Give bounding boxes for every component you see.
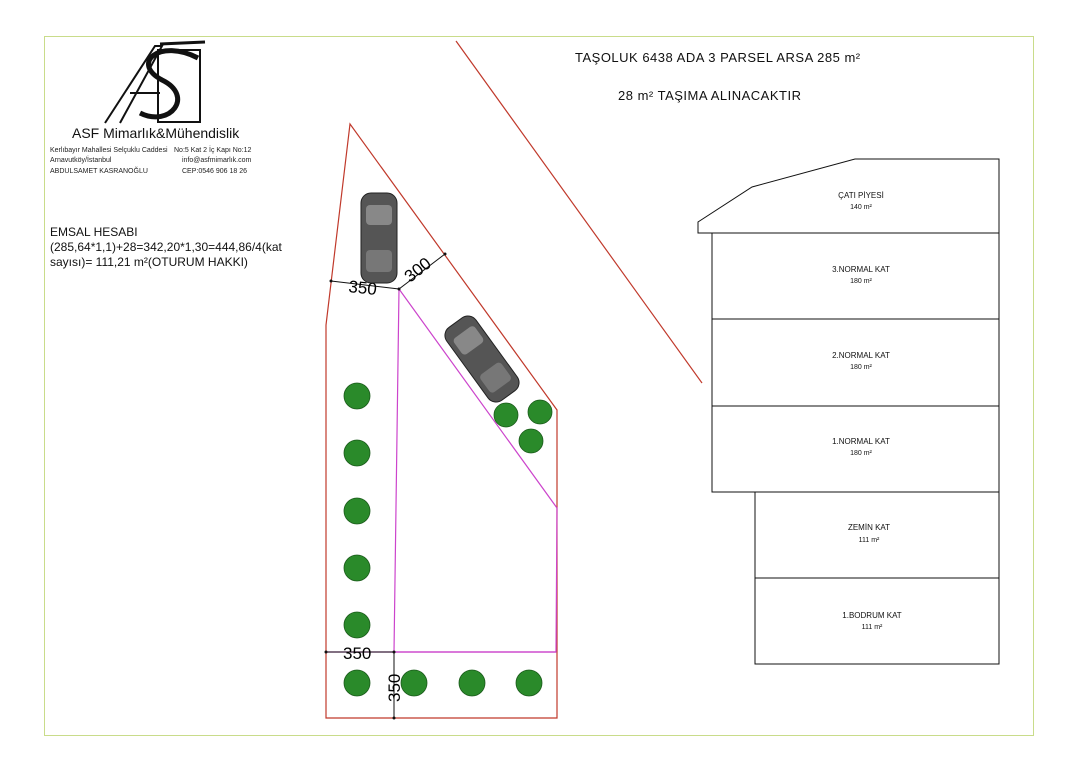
drawing-title: TAŞOLUK 6438 ADA 3 PARSEL ARSA 285 m² [575, 50, 861, 65]
floor-area-2: 180 m² [850, 364, 872, 371]
car-top [360, 192, 398, 284]
tree-icon [343, 554, 371, 582]
dim-label-bottom-h: 350 [343, 644, 371, 663]
emsal-line2: sayısı)= 111,21 m²(OTURUM HAKKI) [50, 255, 248, 269]
parcel-outline [325, 122, 558, 719]
floor-3 [711, 232, 1000, 320]
floor-area-ground: 111 m² [858, 537, 880, 544]
floor-area-roof: 140 m² [850, 204, 872, 211]
address-line1-left: Kerlıbayır Mahallesi Selçuklu Caddesi [50, 147, 168, 154]
dim-label-bottom-v: 350 [385, 674, 404, 702]
asf-logo [104, 40, 206, 124]
tree-icon [343, 382, 371, 410]
car-angled [444, 315, 520, 403]
address-line2-right: info@asfmimarlık.com [182, 157, 252, 164]
dim-line-top-left [330, 280, 400, 290]
tree-icon [458, 669, 486, 697]
tree-icon [343, 669, 371, 697]
address-line1-right: No:5 Kat 2 İç Kapı No:12 [174, 147, 252, 154]
drawing-frame [44, 36, 1034, 736]
tree-icon [527, 399, 553, 425]
floor-1 [711, 405, 1000, 493]
tree-icon [400, 669, 428, 697]
tree-icon [343, 497, 371, 525]
tree-icon [493, 402, 519, 428]
road-line [455, 40, 703, 384]
floor-label-basement: 1.BODRUM KAT [842, 611, 902, 620]
tree-icon [518, 428, 544, 454]
floor-ground [754, 491, 1000, 579]
dim-label-top-right: 300 [401, 254, 435, 286]
dim-line-top-right [398, 253, 446, 290]
address-line3-left: ABDULSAMET KASRANOĞLU [50, 168, 148, 175]
floor-basement [754, 577, 1000, 665]
floor-label-1: 1.NORMAL KAT [832, 437, 890, 446]
floor-area-basement: 111 m² [861, 624, 883, 631]
floor-label-ground: ZEMİN KAT [847, 523, 891, 532]
floor-label-2: 2.NORMAL KAT [832, 351, 890, 360]
address-line2-left: Arnavutköy/İstanbul [50, 157, 112, 164]
floor-label-3: 3.NORMAL KAT [832, 265, 890, 274]
tree-icon [343, 439, 371, 467]
floor-label-roof: ÇATI PİYESİ [838, 191, 884, 200]
tree-icon [343, 611, 371, 639]
emsal-line1: (285,64*1,1)+28=342,20*1,30=444,86/4(kat [50, 240, 282, 254]
building-section [697, 158, 1000, 665]
floor-2 [711, 318, 1000, 407]
floor-area-1: 180 m² [850, 450, 872, 457]
tree-icon [515, 669, 543, 697]
emsal-heading: EMSAL HESABI [50, 225, 138, 239]
floor-area-3: 180 m² [850, 278, 872, 285]
emsal-calculation: EMSAL HESABI (285,64*1,1)+28=342,20*1,30… [50, 225, 320, 270]
drawing-subtitle: 28 m² TAŞIMA ALINACAKTIR [618, 88, 802, 103]
address-line3-right: CEP:0546 906 18 26 [182, 168, 247, 175]
company-name: ASF Mimarlık&Mühendislik [72, 125, 240, 141]
